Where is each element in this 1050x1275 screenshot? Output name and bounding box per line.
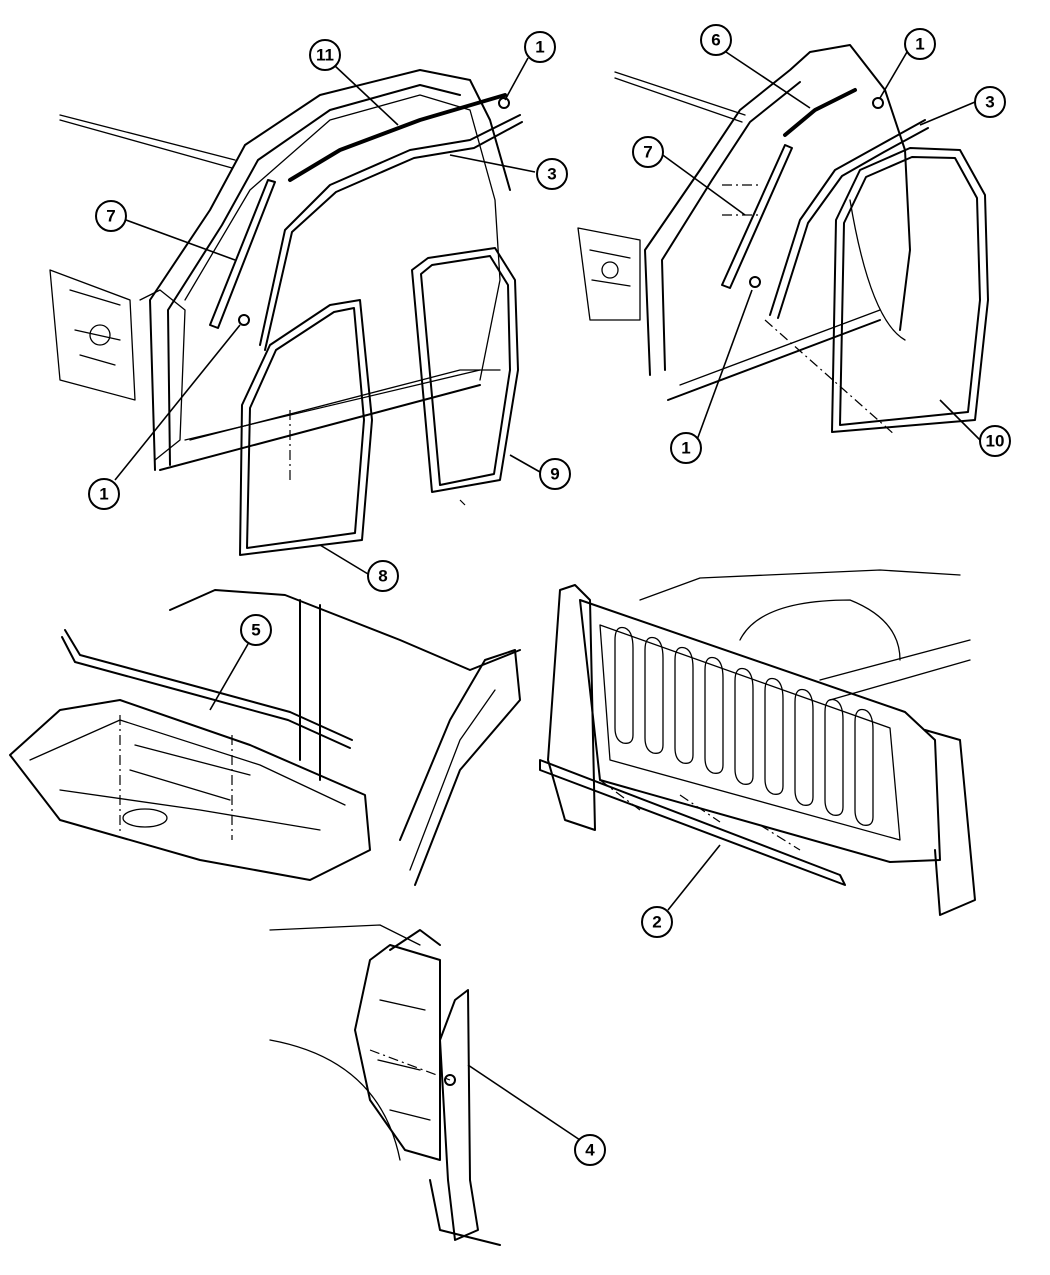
callout-1-label: 1 bbox=[915, 35, 924, 54]
front-door-opening-view bbox=[49, 69, 523, 556]
tailgate-view bbox=[539, 569, 976, 916]
tailgate-ribs bbox=[614, 626, 874, 826]
callout-7-top-left: 7 bbox=[95, 200, 127, 232]
rear-door-opening-view bbox=[577, 44, 989, 436]
callout-2-label: 2 bbox=[652, 913, 661, 932]
callout-6: 6 bbox=[700, 24, 732, 56]
callout-10-label: 10 bbox=[986, 432, 1005, 451]
callout-1-label: 1 bbox=[535, 38, 544, 57]
callout-8: 8 bbox=[367, 560, 399, 592]
callout-5-label: 5 bbox=[251, 621, 260, 640]
callout-1-top-right-bottom: 1 bbox=[670, 432, 702, 464]
callout-9-label: 9 bbox=[550, 465, 559, 484]
callout-10: 10 bbox=[979, 425, 1011, 457]
callout-3-top-left: 3 bbox=[536, 158, 568, 190]
callout-11-label: 11 bbox=[316, 46, 334, 65]
callout-1-label: 1 bbox=[99, 485, 108, 504]
callout-9: 9 bbox=[539, 458, 571, 490]
callout-7-label: 7 bbox=[643, 143, 652, 162]
callout-1-label: 1 bbox=[681, 439, 690, 458]
callout-7-top-right: 7 bbox=[632, 136, 664, 168]
callout-4-label: 4 bbox=[585, 1141, 595, 1160]
callout-1-top-left-bottom: 1 bbox=[88, 478, 120, 510]
callout-7-label: 7 bbox=[106, 207, 115, 226]
rear-pillar-view bbox=[269, 924, 501, 1246]
callout-3-label: 3 bbox=[985, 93, 994, 112]
callout-6-label: 6 bbox=[711, 31, 720, 50]
callout-3-label: 3 bbox=[547, 165, 556, 184]
callout-11: 11 bbox=[309, 39, 341, 71]
cowl-view bbox=[9, 589, 521, 886]
leader-lines bbox=[114, 51, 981, 1141]
callout-1-top-left: 1 bbox=[524, 31, 556, 63]
callout-5: 5 bbox=[240, 614, 272, 646]
callout-1-top-right: 1 bbox=[904, 28, 936, 60]
callout-2: 2 bbox=[641, 906, 673, 938]
callout-8-label: 8 bbox=[378, 567, 387, 586]
callout-3-top-right: 3 bbox=[974, 86, 1006, 118]
callout-4: 4 bbox=[574, 1134, 606, 1166]
